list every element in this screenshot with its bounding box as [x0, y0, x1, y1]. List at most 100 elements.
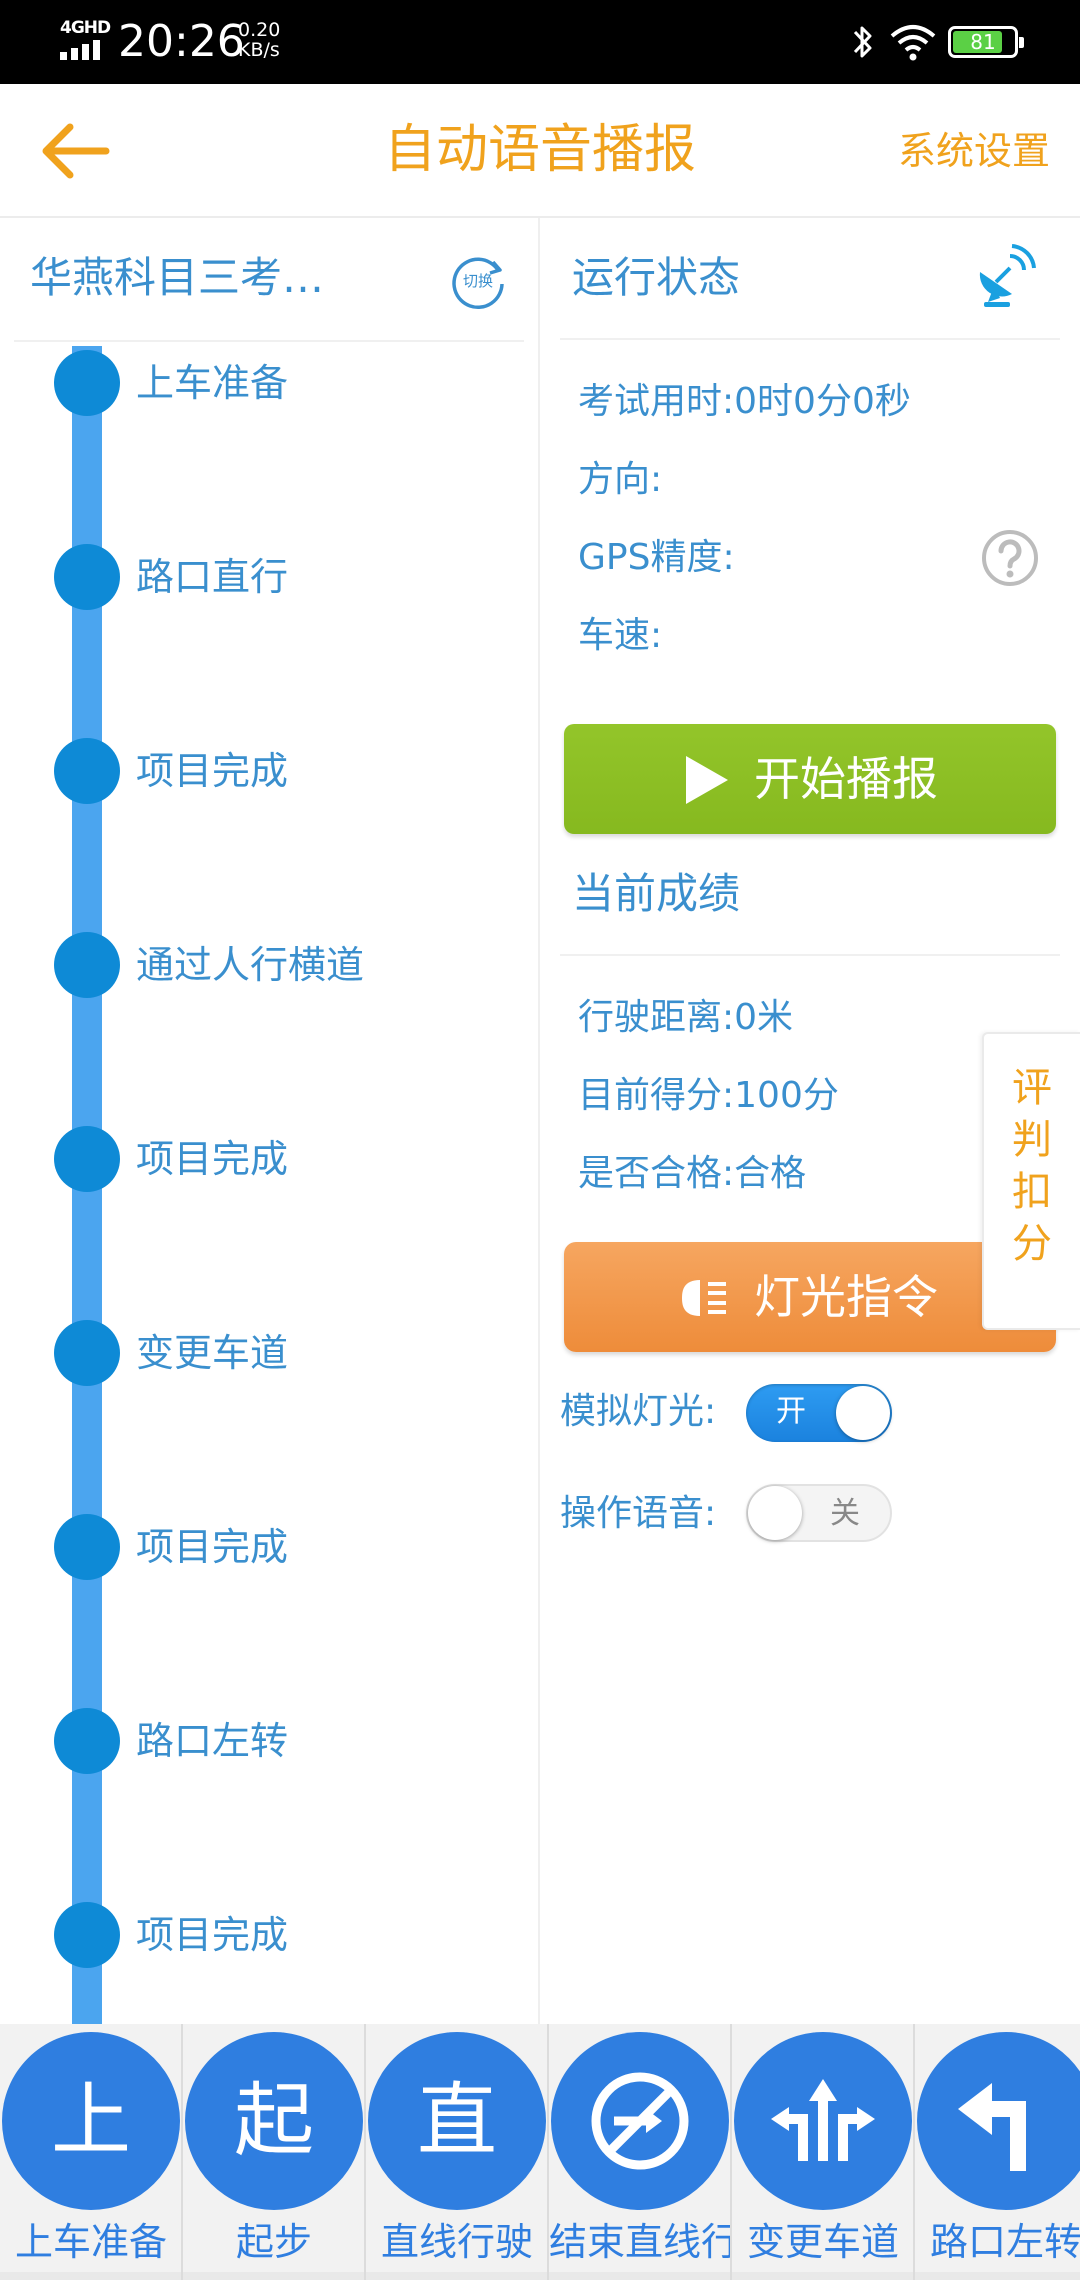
route-step[interactable]: 通过人行横道: [0, 932, 538, 1002]
step-label: 项目完成: [136, 1525, 289, 1569]
switch-route-button[interactable]: 切换: [446, 248, 510, 312]
step-dot: [54, 1902, 120, 1968]
switch-label: 切换: [463, 272, 493, 290]
divider: [14, 340, 524, 342]
route-step[interactable]: 上车准备: [0, 350, 538, 420]
satellite-icon[interactable]: [970, 242, 1038, 310]
battery-level: 81: [970, 30, 996, 54]
judgement-deduction-tab[interactable]: 评判扣分: [982, 1032, 1080, 1330]
step-label: 上车准备: [136, 361, 289, 405]
route-step[interactable]: 变更车道: [0, 1320, 538, 1390]
step-label: 路口左转: [136, 1719, 289, 1763]
separator: [547, 2024, 549, 2280]
project-circle: 上: [2, 2032, 180, 2210]
project-circle: 起: [185, 2032, 363, 2210]
separator: [730, 2024, 732, 2280]
project-label: 直线行驶: [380, 2220, 533, 2264]
speed-value: 0.20: [238, 19, 281, 41]
project-char: 上: [51, 2074, 131, 2167]
status-time: 20:26: [118, 16, 245, 67]
separator: [364, 2024, 366, 2280]
battery-icon: 81: [948, 26, 1024, 58]
route-step[interactable]: 项目完成: [0, 738, 538, 808]
start-broadcast-button[interactable]: 开始播报: [564, 724, 1056, 834]
light-command-button[interactable]: 灯光指令: [564, 1242, 1056, 1352]
run-status-title: 运行状态: [572, 253, 741, 302]
route-timeline: 上车准备路口直行项目完成通过人行横道项目完成变更车道项目完成路口左转项目完成: [0, 346, 538, 2024]
current-score-title: 当前成绩: [572, 869, 741, 918]
bluetooth-icon: [853, 26, 872, 58]
step-dot: [54, 932, 120, 998]
start-broadcast-label: 开始播报: [754, 752, 938, 806]
network-speed: 0.20 KB/s: [238, 20, 280, 60]
project-circle: 直: [368, 2032, 546, 2210]
route-step[interactable]: 项目完成: [0, 1902, 538, 1972]
divider: [560, 338, 1060, 340]
toggle-state: 关: [830, 1496, 860, 1531]
headlight-icon: [682, 1280, 726, 1316]
sim-light-toggle[interactable]: 开: [746, 1384, 892, 1442]
system-settings-button[interactable]: 系统设置: [897, 129, 1050, 173]
gps-accuracy: GPS精度:: [578, 537, 735, 578]
project-label: 变更车道: [746, 2220, 899, 2264]
project-button[interactable]: 结束直线行: [549, 2024, 731, 2280]
step-label: 项目完成: [136, 1913, 289, 1957]
project-button[interactable]: 路口左转: [915, 2024, 1080, 2280]
network-type: 4GHD: [60, 18, 111, 38]
project-button[interactable]: 变更车道: [732, 2024, 914, 2280]
speed-unit: KB/s: [238, 39, 280, 61]
toggle-state: 开: [776, 1394, 806, 1429]
wifi-icon: [890, 25, 936, 61]
project-label: 路口左转: [929, 2220, 1080, 2264]
step-dot: [54, 350, 120, 416]
project-bar: 上上车准备起起步直直线行驶结束直线行变更车道路口左转: [0, 2024, 1080, 2280]
end-straight-icon: [591, 2072, 689, 2170]
route-step[interactable]: 路口左转: [0, 1708, 538, 1778]
step-dot: [54, 738, 120, 804]
pass-status: 是否合格:合格: [578, 1153, 807, 1194]
route-step[interactable]: 路口直行: [0, 544, 538, 614]
status-bar: 4GHD 20:26 0.20 KB/s 81: [0, 0, 1080, 84]
project-char: 起: [234, 2074, 314, 2167]
vehicle-speed: 车速:: [578, 615, 663, 656]
step-dot: [54, 1126, 120, 1192]
step-dot: [54, 1320, 120, 1386]
step-label: 变更车道: [136, 1331, 289, 1375]
step-label: 通过人行横道: [136, 943, 365, 987]
play-icon: [686, 756, 728, 804]
step-dot: [54, 1708, 120, 1774]
route-name[interactable]: 华燕科目三考…: [30, 253, 325, 302]
direction: 方向:: [578, 459, 663, 500]
project-button[interactable]: 上上车准备: [0, 2024, 182, 2280]
route-step[interactable]: 项目完成: [0, 1514, 538, 1584]
sim-light-label: 模拟灯光:: [560, 1391, 717, 1432]
project-circle: [917, 2032, 1080, 2210]
project-circle: [551, 2032, 729, 2210]
project-button[interactable]: 直直线行驶: [366, 2024, 548, 2280]
battery-fill: [953, 31, 1002, 53]
step-label: 项目完成: [136, 1137, 289, 1181]
step-dot: [54, 544, 120, 610]
bottom-strip: [0, 2272, 1080, 2280]
route-step[interactable]: 项目完成: [0, 1126, 538, 1196]
project-label: 起步: [235, 2220, 312, 2264]
judgement-deduction-label: 评判扣分: [1012, 1065, 1052, 1267]
help-icon[interactable]: [980, 528, 1040, 588]
project-button[interactable]: 起起步: [183, 2024, 365, 2280]
route-panel: 华燕科目三考… 切换 上车准备路口直行项目完成通过人行横道项目完成变更车道项目完…: [0, 218, 538, 2024]
exam-time: 考试用时:0时0分0秒: [578, 381, 911, 422]
op-voice-label: 操作语音:: [560, 1493, 717, 1534]
divider: [560, 954, 1060, 956]
arrow-left-icon[interactable]: [36, 118, 116, 184]
project-circle: [734, 2032, 912, 2210]
op-voice-toggle[interactable]: 关: [746, 1484, 892, 1542]
toggle-knob: [748, 1486, 802, 1540]
step-label: 路口直行: [136, 555, 289, 599]
toggle-knob: [836, 1386, 890, 1440]
driving-distance: 行驶距离:0米: [578, 997, 794, 1038]
signal-icon: 4GHD: [58, 18, 111, 62]
page-title: 自动语音播报: [383, 120, 696, 180]
step-dot: [54, 1514, 120, 1580]
title-bar: 自动语音播报 系统设置: [0, 84, 1080, 218]
project-label: 结束直线行: [549, 2220, 731, 2264]
